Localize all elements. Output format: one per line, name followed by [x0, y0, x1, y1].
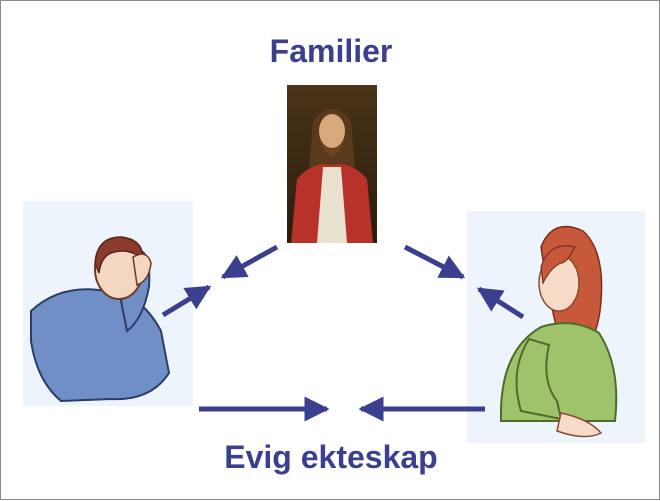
bottom-label: Evig ekteskap	[224, 439, 438, 475]
slide-title: Familier	[269, 33, 393, 69]
arrow-man-to-christ	[161, 284, 212, 318]
arrow-christ-to-man	[220, 244, 279, 280]
arrow-christ-to-woman	[403, 244, 466, 280]
woman-figure	[467, 211, 645, 443]
arrow-woman-to-christ	[476, 286, 525, 320]
portrait-center	[287, 85, 377, 243]
man-figure	[23, 201, 193, 406]
